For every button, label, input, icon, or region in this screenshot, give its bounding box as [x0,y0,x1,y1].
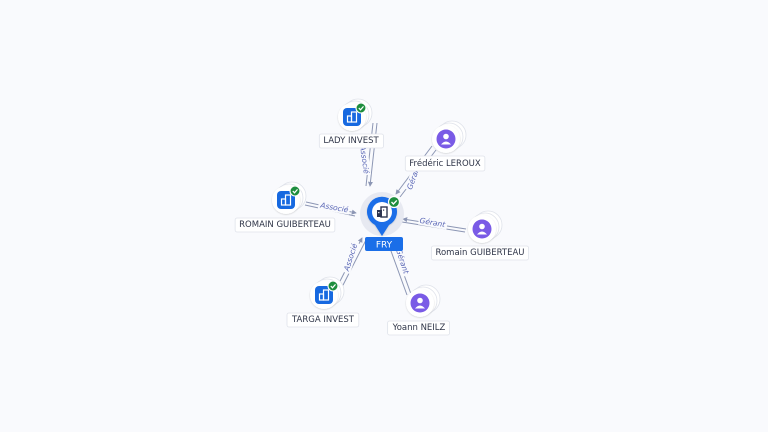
node-label-pill [387,320,450,336]
person-icon [441,133,451,145]
verified-check-icon [387,195,401,209]
building-icon [280,194,292,206]
center-label-badge [365,237,403,251]
node-label-pill [234,217,336,233]
node-label-pill [286,312,360,328]
center-node-fry[interactable]: FRY [360,192,404,251]
edge-label-bg [341,241,360,275]
edge-label-bg [393,246,412,277]
edge-label-bg [357,143,372,176]
verified-check-icon [327,280,339,292]
node-yoann-neilz[interactable]: Yoann NEILZ [387,284,450,336]
node-targa-invest[interactable]: TARGA INVEST [286,276,360,328]
edge-frederic-leroux: Gérant [395,145,437,198]
node-label-pill [318,133,384,149]
verified-check-icon [289,185,301,197]
person-icon [415,297,425,309]
edge-lady-invest: Associé [357,122,378,187]
edge-label-lady-invest: Associé [358,144,371,175]
node-label: ROMAIN GUIBERTEAU [239,220,331,230]
building-icon [346,111,358,123]
node-label: Frédéric LEROUX [409,158,481,169]
node-label-pill [431,245,529,261]
edge-label-bg [317,200,351,215]
node-label: Yoann NEILZ [392,323,446,333]
nodes-layer: LADY INVEST Frédéric LEROUX ROMAIN GUIBERT… [234,98,529,336]
edge-romain-guiberteau-company: Associé [304,200,357,217]
verified-check-icon [355,102,367,114]
node-romain-guiberteau-person[interactable]: Romain GUIBERTEAU [431,210,529,261]
node-label-pill [404,155,486,172]
edge-romain-guiberteau-person: Gérant [401,215,467,233]
node-lady-invest[interactable]: LADY INVEST [318,98,384,149]
edge-label-yoann-neilz: Gérant [394,248,411,276]
node-frederic-leroux[interactable]: Frédéric LEROUX [404,120,486,172]
building-icon [377,206,388,218]
building-icon [318,289,330,301]
person-icon [477,223,487,235]
node-label: LADY INVEST [323,136,379,146]
edge-label-romain-guiberteau-company: Associé [319,200,350,214]
node-label: Romain GUIBERTEAU [435,248,524,258]
center-label: FRY [376,241,393,251]
node-romain-guiberteau-company[interactable]: ROMAIN GUIBERTEAU [234,181,336,233]
node-label: TARGA INVEST [291,315,355,325]
edge-label-bg [417,215,448,230]
